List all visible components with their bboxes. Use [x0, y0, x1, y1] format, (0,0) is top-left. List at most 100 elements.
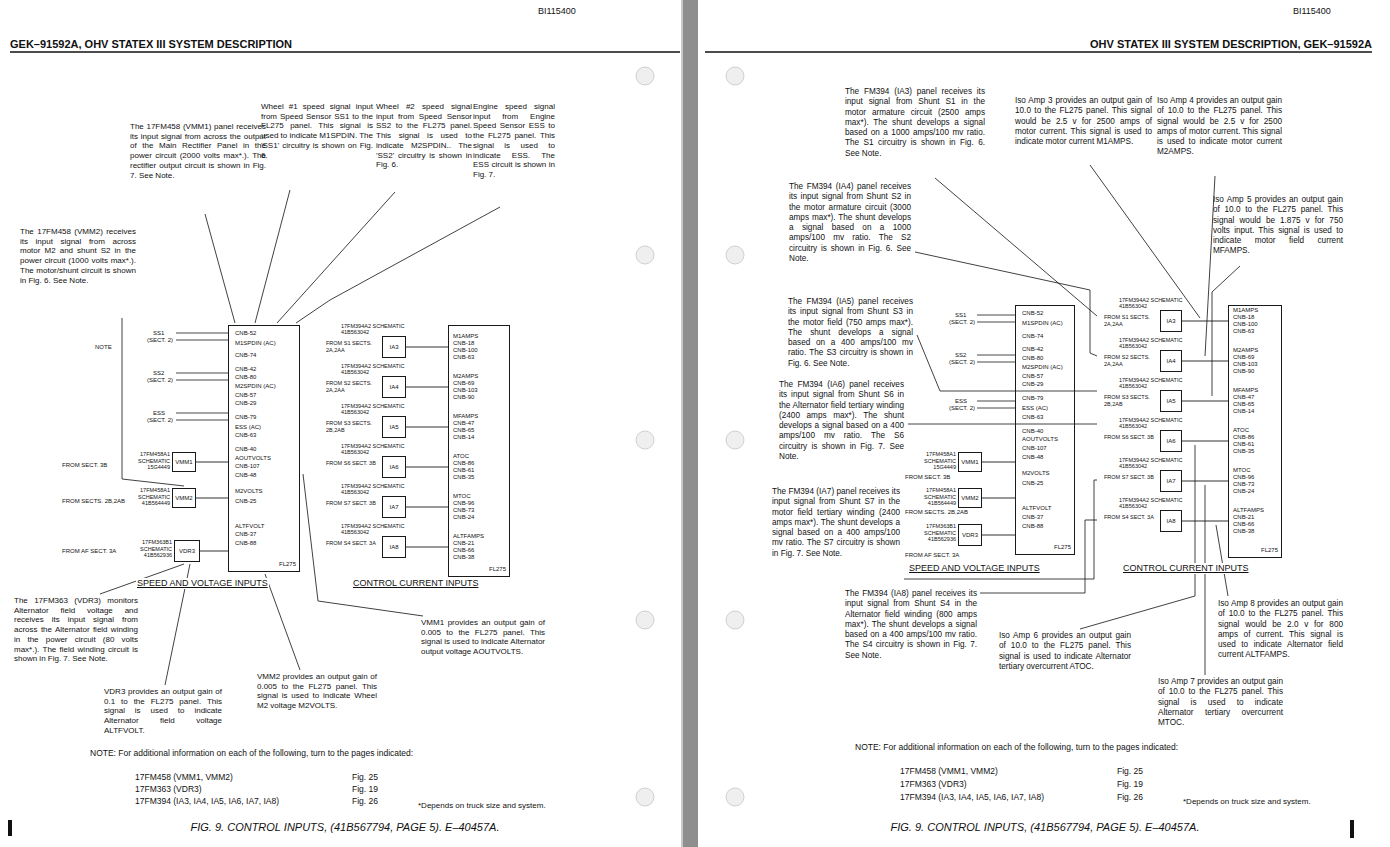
wire [176, 420, 228, 421]
source-label: FROM S6 SECT. 3B [326, 460, 378, 467]
pin-label: MTOC [1233, 467, 1251, 474]
wire [176, 413, 228, 414]
callout-text: VMM1 provides an output gain of 0.005 to… [421, 618, 545, 657]
pin-label: CNB-57 [1022, 373, 1043, 380]
note-text: OHV STATEX III SYSTEM DESCRIPTION, GEK–9… [1090, 38, 1372, 51]
source-label: FROM S7 SECT. 3B [1104, 474, 1156, 481]
signal-label: FROM AF SECT. 3A [62, 548, 116, 555]
signal-label: ESS [955, 398, 967, 405]
pin-label: CNB-61 [453, 467, 474, 474]
note-text: SPEED AND VOLTAGE INPUTS [136, 578, 269, 589]
pin-label: M1SPDIN (AC) [1022, 320, 1063, 327]
box-label: IA8 [1166, 518, 1175, 525]
wire [977, 322, 1015, 323]
source-label: FROM S3 SECTS. 2B,2AB [1104, 394, 1156, 407]
callout-text: VDR3 provides an output gain of 0.1 to t… [104, 687, 222, 736]
isolation-amp-box: 17FM394A2 SCHEMATIC 41B563042IA7 [382, 496, 406, 518]
callout-text: Iso Amp 5 provides an output gain of 10.… [1213, 195, 1343, 257]
callout-text: Iso Amp 6 provides an output gain of 10.… [999, 631, 1131, 672]
signal-wire [982, 498, 1015, 499]
pin-label: CNB-48 [1022, 454, 1043, 461]
wire [977, 315, 1015, 316]
pin-label: CNB-107 [1022, 445, 1047, 452]
pin-label: CNB-79 [1022, 395, 1043, 402]
pin-label: CNB-35 [453, 474, 474, 481]
signal-wire [982, 535, 1015, 536]
pin-label: MFAMPS [453, 413, 478, 420]
pin-label: CNB-21 [1233, 514, 1254, 521]
wire [977, 362, 1015, 363]
schematic-heading: 17FM394A2 SCHEMATIC 41B563042 [341, 323, 407, 336]
box-label: IA6 [389, 464, 398, 471]
wire [176, 380, 228, 381]
pin-label: CNB-14 [453, 434, 474, 441]
leader-line [255, 190, 290, 323]
source-label: FROM S1 SECTS. 2A,2AA [1104, 314, 1156, 327]
pin-label: CNB-86 [453, 460, 474, 467]
box-label: FL275 [1054, 544, 1071, 551]
signal-label: FROM AF SECT. 3A [905, 552, 959, 559]
pin-label: M1SPDIN (AC) [235, 340, 276, 347]
box-label: IA4 [389, 384, 398, 391]
pin-label: CNB-69 [453, 380, 474, 387]
punch-hole [726, 431, 744, 449]
source-label: FROM S6 SECT. 3B [1104, 434, 1156, 441]
note-text: CONTROL CURRENT INPUTS [352, 578, 480, 589]
note-text: SPEED AND VOLTAGE INPUTS [908, 563, 1041, 574]
schematic-heading: 17FM394A2 SCHEMATIC 41B563042 [341, 523, 407, 536]
pin-label: CNB-66 [1233, 521, 1254, 528]
pin-label: M2SPDIN (AC) [235, 383, 276, 390]
pin-label: CNB-29 [1022, 381, 1043, 388]
note-text: BI115400 [1293, 6, 1331, 17]
signal-wire [196, 462, 228, 463]
pin-label: CNB-42 [1022, 346, 1043, 353]
pin-label: CNB-88 [235, 540, 256, 547]
signal-label: FROM SECT. 3B [62, 462, 107, 469]
pin-label: CNB-48 [235, 472, 256, 479]
pin-label: CNB-96 [453, 500, 474, 507]
leader-line [1080, 445, 1195, 629]
punch-hole [726, 67, 744, 85]
punch-hole [636, 788, 654, 806]
pin-label: CNB-47 [1233, 394, 1254, 401]
pin-label: CNB-73 [1233, 481, 1254, 488]
pin-label: MFAMPS [1233, 387, 1258, 394]
pin-label: CNB-61 [1233, 441, 1254, 448]
signal-label: (SECT. 2) [147, 417, 173, 424]
signal-label: FROM SECT. 3B [905, 474, 950, 481]
pin-label: CNB-18 [1233, 314, 1254, 321]
wire [176, 340, 228, 341]
signal-label: SS2 [955, 352, 966, 359]
schematic-heading: 17FM394A2 SCHEMATIC 41B563042 [1119, 497, 1185, 510]
leader-line [935, 178, 1097, 316]
signal-label: ESS [153, 410, 165, 417]
schematic-heading: 17FM394A2 SCHEMATIC 41B563042 [1119, 297, 1185, 310]
callout-text: Iso Amp 7 provides an output gain of 10.… [1158, 677, 1283, 728]
pin-label: CNB-24 [453, 514, 474, 521]
schematic-heading: 17FM394A2 SCHEMATIC 41B563042 [1119, 377, 1185, 390]
leader-line [122, 318, 184, 486]
callout-text: The 17FM363 (VDR3) monitors Alternator f… [14, 596, 138, 664]
callout-text: The FM394 (IA5) panel receives its input… [788, 297, 913, 369]
callout-text: The FM394 (IA7) panel receives its input… [772, 487, 900, 559]
signal-label: (SECT. 2) [949, 405, 975, 412]
leader-line [303, 474, 423, 616]
box-label: IA3 [1166, 318, 1175, 325]
note-text: NOTE: For additional information on each… [855, 742, 1178, 752]
signal-label: (SECT. 2) [949, 319, 975, 326]
pin-label: CNB-63 [453, 354, 474, 361]
pin-label: AOUTVOLTS [235, 455, 271, 462]
box-label: IA4 [1166, 358, 1175, 365]
isolation-amp-box: 17FM394A2 SCHEMATIC 41B563042IA3 [382, 336, 406, 358]
callout-text: Wheel #1 speed signal input from Speed S… [261, 102, 373, 160]
pin-label: M2SPDIN (AC) [1022, 364, 1063, 371]
pin-label: CNB-47 [453, 420, 474, 427]
signal-wire [1182, 321, 1228, 322]
isolation-amp-box: 17FM394A2 SCHEMATIC 41B563042IA5 [382, 416, 406, 438]
signal-wire [1182, 361, 1228, 362]
isolation-amp-box: 17FM458A1 SCHEMATIC 41B564449VMM2 [958, 488, 982, 508]
pin-label: CNB-52 [1022, 310, 1043, 317]
leader-line [205, 214, 235, 323]
page-gutter [682, 0, 698, 847]
callout-text: The 17FM458 (VMM1) panel receives its in… [130, 122, 266, 180]
